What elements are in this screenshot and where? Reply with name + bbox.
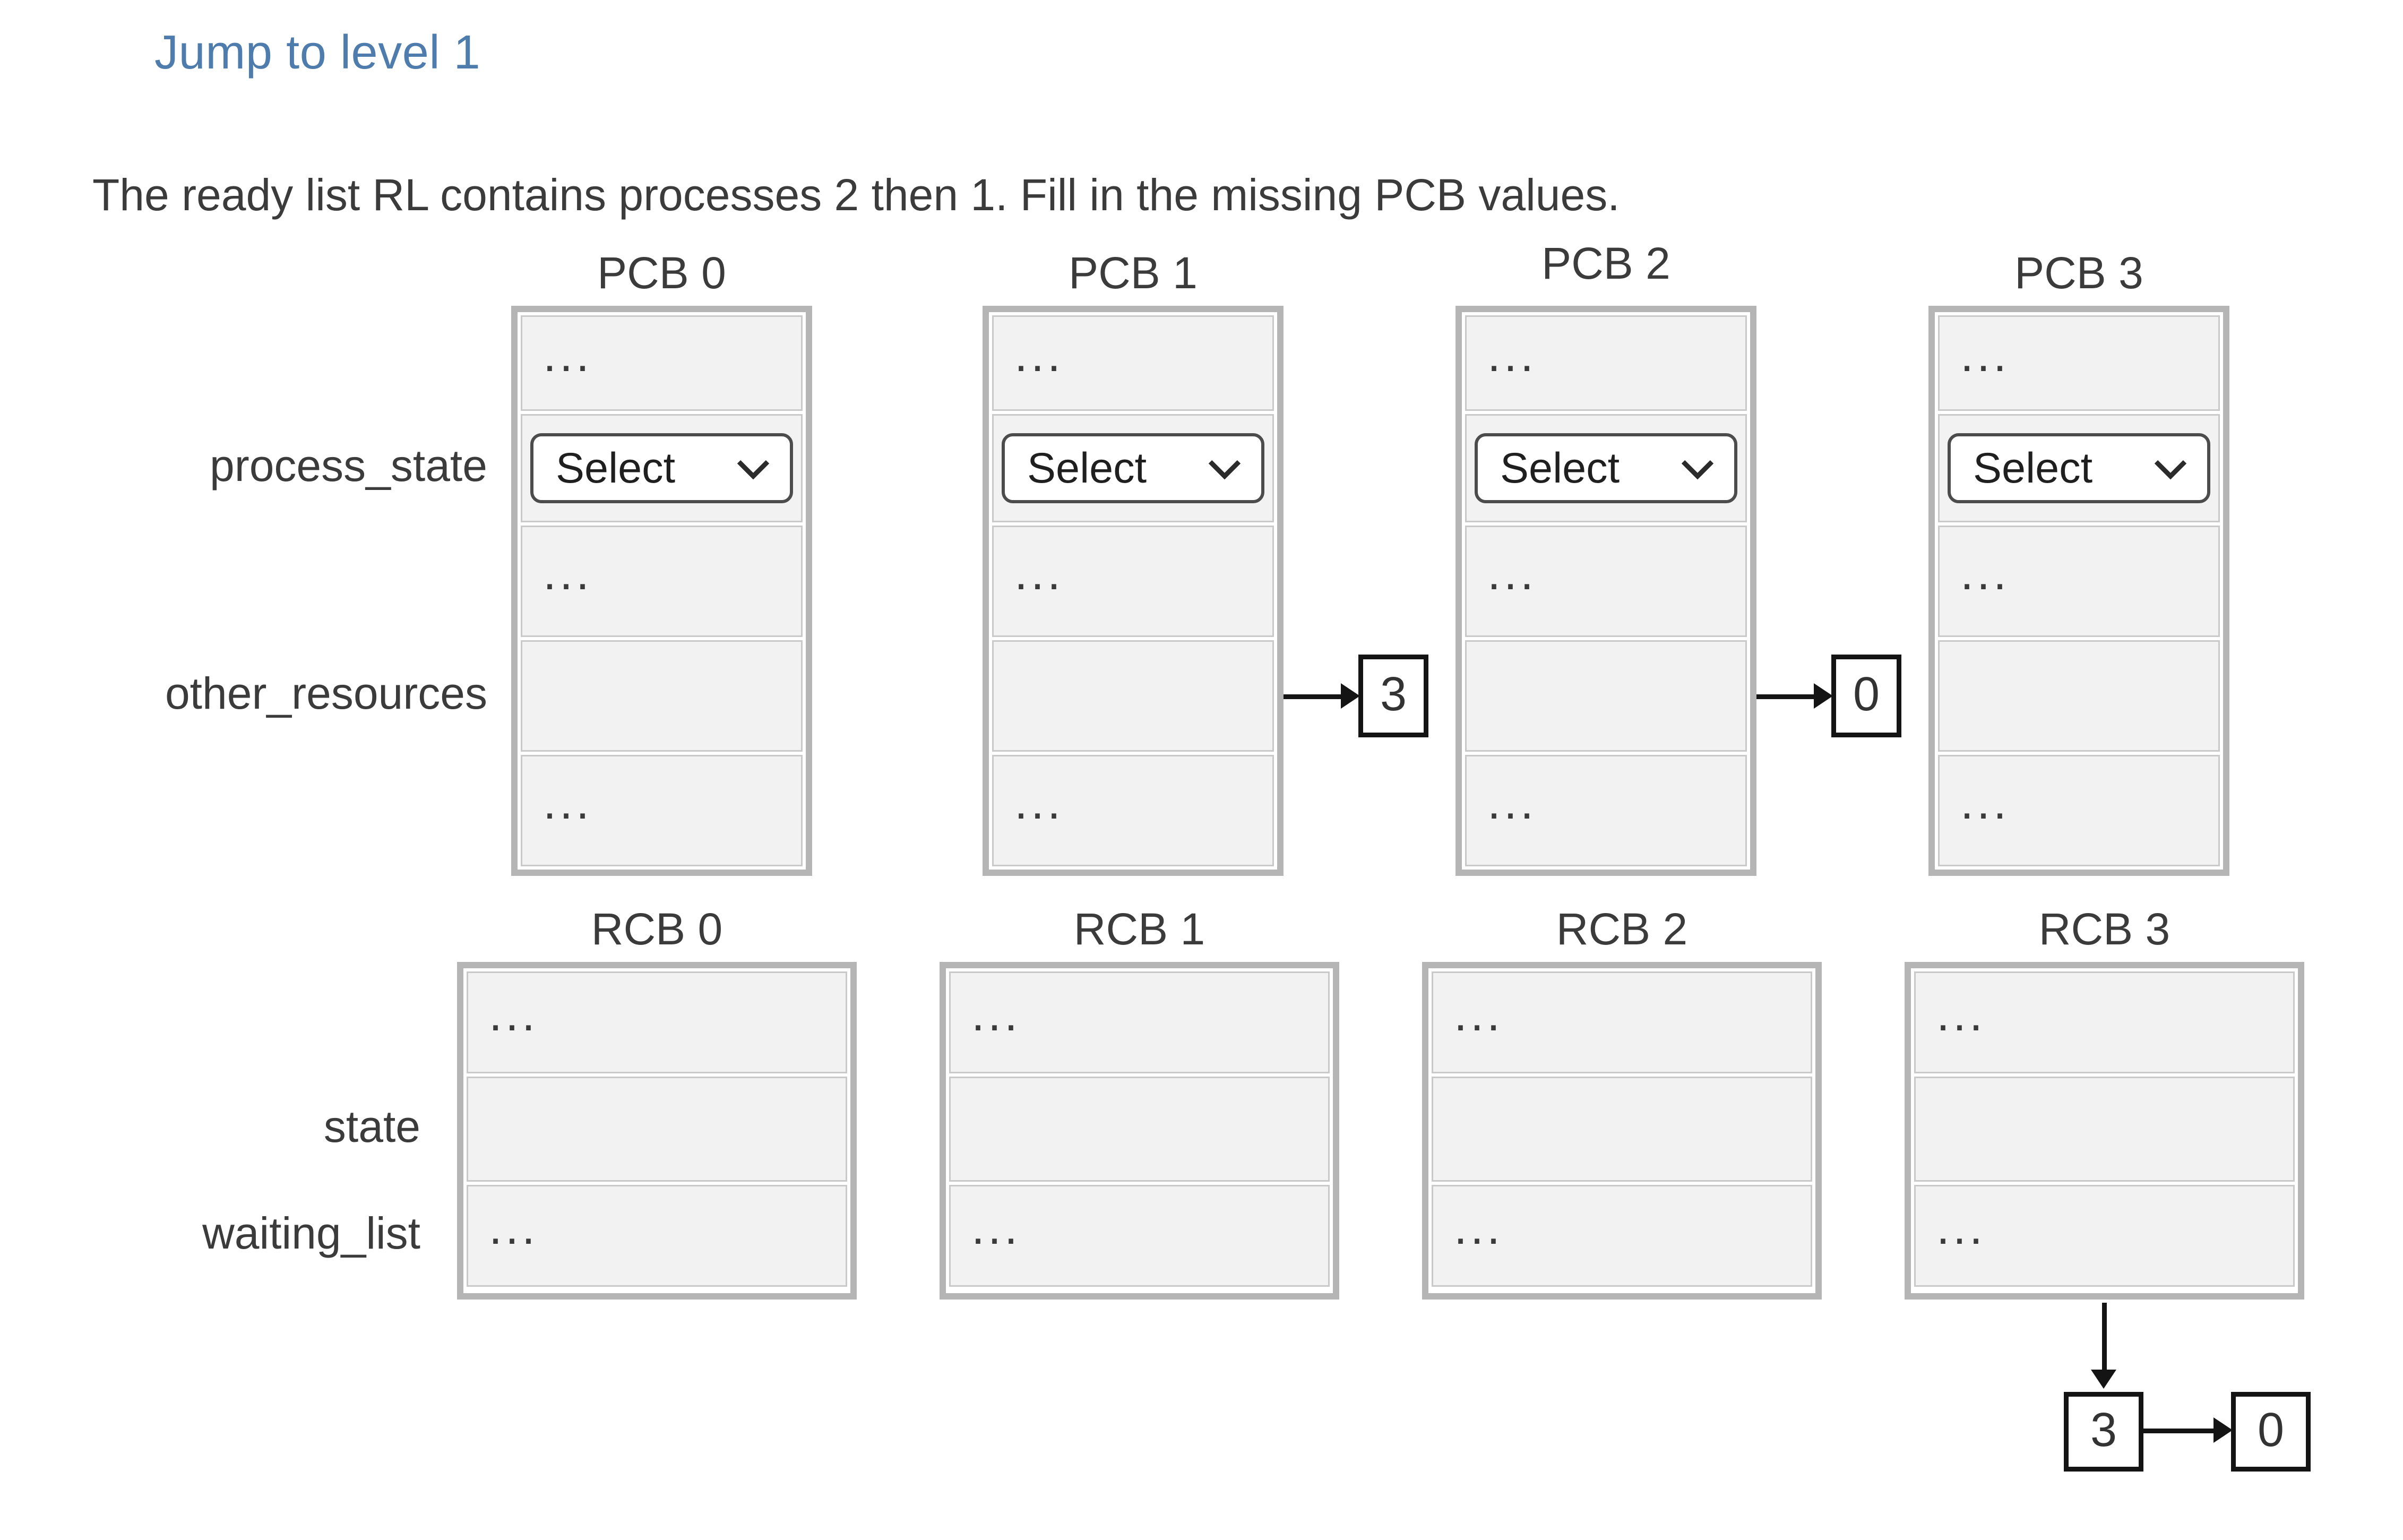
pcb2-block: ... Select ... ... bbox=[1455, 306, 1756, 876]
rcb2-title: RCB 2 bbox=[1556, 905, 1688, 954]
rcb1-row-state bbox=[949, 1077, 1330, 1182]
pcb2-row-mid: ... bbox=[1465, 526, 1747, 637]
rcb0-title: RCB 0 bbox=[591, 905, 723, 954]
pcb0-row-mid: ... bbox=[521, 526, 803, 637]
chevron-down-icon bbox=[737, 459, 770, 479]
pcb0-process-state-select[interactable]: Select bbox=[530, 433, 793, 503]
rcb0-row-waiting-list: ... bbox=[467, 1185, 847, 1287]
pcb1-pointer-arrow-line bbox=[1284, 694, 1341, 699]
ellipsis-text: ... bbox=[543, 777, 593, 830]
rcb3-chain-arrow-line bbox=[2143, 1429, 2213, 1433]
pcb1-block: ... Select ... ... bbox=[983, 306, 1284, 876]
rcb0-block: ... ... bbox=[457, 962, 857, 1300]
pcb1-row-other-resources bbox=[992, 640, 1274, 752]
chevron-down-icon bbox=[1681, 459, 1714, 479]
pcb2-pointer-arrowhead-icon bbox=[1814, 683, 1833, 709]
pcb1-row-mid: ... bbox=[992, 526, 1274, 637]
ellipsis-text: ... bbox=[1454, 988, 1504, 1042]
ellipsis-text: ... bbox=[1487, 329, 1537, 382]
pcb2-process-state-select[interactable]: Select bbox=[1475, 433, 1737, 503]
pcb1-pointer-arrowhead-icon bbox=[1341, 683, 1360, 709]
ellipsis-text: ... bbox=[489, 988, 539, 1042]
waiting-list-label: waiting_list bbox=[202, 1209, 420, 1258]
rcb0-row-top: ... bbox=[467, 971, 847, 1073]
ellipsis-text: ... bbox=[543, 547, 593, 600]
pcb0-row-bottom: ... bbox=[521, 755, 803, 866]
ellipsis-text: ... bbox=[489, 1202, 539, 1255]
pcb1-row-process-state: Select bbox=[992, 414, 1274, 522]
ellipsis-text: ... bbox=[1960, 329, 2010, 382]
chevron-down-icon bbox=[2154, 459, 2187, 479]
select-value-label: Select bbox=[556, 443, 676, 492]
rcb0-row-state bbox=[467, 1077, 847, 1182]
pcb3-process-state-select[interactable]: Select bbox=[1948, 433, 2210, 503]
ellipsis-text: ... bbox=[1487, 547, 1537, 600]
pcb0-row-other-resources bbox=[521, 640, 803, 752]
pcb0-row-process-state: Select bbox=[521, 414, 803, 522]
pcb0-block: ... Select ... ... bbox=[511, 306, 812, 876]
chevron-down-icon bbox=[1208, 459, 1241, 479]
ellipsis-text: ... bbox=[1014, 777, 1064, 830]
rcb3-title: RCB 3 bbox=[2038, 905, 2171, 954]
pcb3-row-top: ... bbox=[1938, 315, 2220, 411]
rcb3-waiting-list-arrowhead-icon bbox=[2091, 1370, 2116, 1389]
state-label: state bbox=[323, 1102, 420, 1151]
rcb1-row-top: ... bbox=[949, 971, 1330, 1073]
ellipsis-text: ... bbox=[1936, 1202, 1986, 1255]
rcb3-block: ... ... bbox=[1905, 962, 2304, 1300]
select-value-label: Select bbox=[1027, 443, 1147, 492]
pcb1-process-state-select[interactable]: Select bbox=[1002, 433, 1264, 503]
ellipsis-text: ... bbox=[971, 988, 1021, 1042]
pcb3-title: PCB 3 bbox=[2014, 248, 2143, 298]
pcb3-row-other-resources bbox=[1938, 640, 2220, 752]
rcb2-row-state bbox=[1432, 1077, 1812, 1182]
rcb3-waiting-list-arrow-line bbox=[2102, 1303, 2107, 1370]
rcb3-chain-arrowhead-icon bbox=[2213, 1417, 2233, 1443]
ellipsis-text: ... bbox=[1014, 329, 1064, 382]
select-value-label: Select bbox=[1500, 443, 1620, 492]
ellipsis-text: ... bbox=[1454, 1202, 1504, 1255]
ellipsis-text: ... bbox=[543, 329, 593, 382]
rcb3-row-waiting-list: ... bbox=[1914, 1185, 2295, 1287]
pcb1-row-top: ... bbox=[992, 315, 1274, 411]
jump-to-level-link[interactable]: Jump to level 1 bbox=[154, 27, 481, 80]
pcb3-row-mid: ... bbox=[1938, 526, 2220, 637]
rcb1-block: ... ... bbox=[940, 962, 1339, 1300]
pcb1-other-resources-value-box: 3 bbox=[1358, 655, 1428, 737]
pcb2-other-resources-value-box: 0 bbox=[1831, 655, 1901, 737]
pcb0-row-top: ... bbox=[521, 315, 803, 411]
ellipsis-text: ... bbox=[1960, 547, 2010, 600]
pcb2-row-other-resources bbox=[1465, 640, 1747, 752]
ellipsis-text: ... bbox=[1936, 988, 1986, 1042]
rcb3-waiting-list-value-box-2: 0 bbox=[2231, 1392, 2311, 1472]
rcb3-row-state bbox=[1914, 1077, 2295, 1182]
pcb1-title: PCB 1 bbox=[1069, 248, 1198, 298]
rcb3-waiting-list-value-box-1: 3 bbox=[2064, 1392, 2143, 1472]
question-prompt: The ready list RL contains processes 2 t… bbox=[92, 170, 1620, 220]
rcb2-row-top: ... bbox=[1432, 971, 1812, 1073]
rcb1-title: RCB 1 bbox=[1073, 905, 1205, 954]
pcb3-row-process-state: Select bbox=[1938, 414, 2220, 522]
pcb2-row-top: ... bbox=[1465, 315, 1747, 411]
pcb1-row-bottom: ... bbox=[992, 755, 1274, 866]
rcb3-row-top: ... bbox=[1914, 971, 2295, 1073]
ellipsis-text: ... bbox=[971, 1202, 1021, 1255]
process-state-label: process_state bbox=[210, 441, 487, 491]
other-resources-label: other_resources bbox=[165, 669, 487, 718]
rcb2-block: ... ... bbox=[1422, 962, 1822, 1300]
pcb0-title: PCB 0 bbox=[597, 248, 726, 298]
pcb3-row-bottom: ... bbox=[1938, 755, 2220, 866]
ellipsis-text: ... bbox=[1487, 777, 1537, 830]
ellipsis-text: ... bbox=[1014, 547, 1064, 600]
pcb2-row-bottom: ... bbox=[1465, 755, 1747, 866]
rcb1-row-waiting-list: ... bbox=[949, 1185, 1330, 1287]
pcb2-pointer-arrow-line bbox=[1756, 694, 1814, 699]
pcb3-block: ... Select ... ... bbox=[1928, 306, 2229, 876]
select-value-label: Select bbox=[1973, 443, 2093, 492]
pcb2-row-process-state: Select bbox=[1465, 414, 1747, 522]
pcb2-title: PCB 2 bbox=[1541, 239, 1670, 288]
ellipsis-text: ... bbox=[1960, 777, 2010, 830]
rcb2-row-waiting-list: ... bbox=[1432, 1185, 1812, 1287]
